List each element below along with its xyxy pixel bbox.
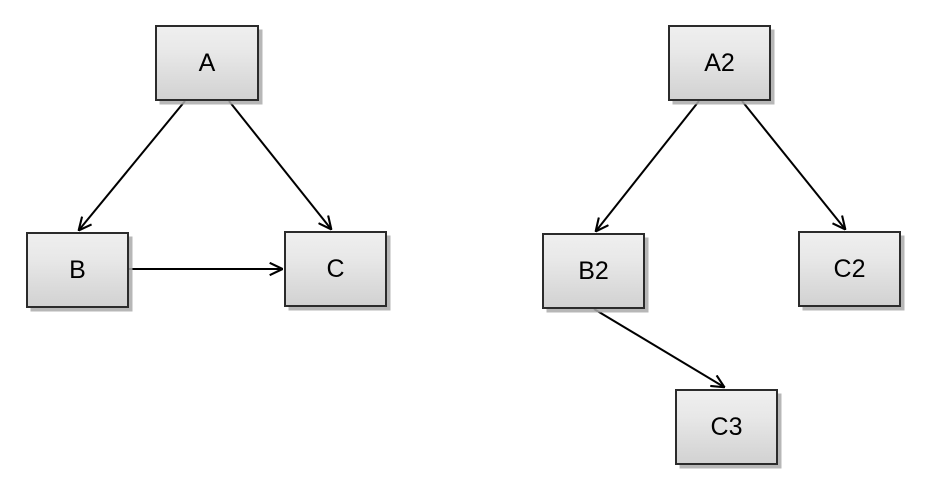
- node-label-b: B: [69, 255, 86, 284]
- node-label-b2: B2: [578, 256, 609, 285]
- node-c2[interactable]: C2: [798, 231, 901, 307]
- edge-a-to-c: [228, 100, 331, 229]
- node-b[interactable]: B: [26, 232, 129, 308]
- node-c[interactable]: C: [284, 231, 387, 307]
- node-label-c2: C2: [833, 254, 866, 283]
- node-a[interactable]: A: [155, 25, 259, 101]
- node-c3[interactable]: C3: [675, 389, 778, 465]
- edge-a-to-b: [79, 100, 186, 230]
- edge-a2-to-b2: [596, 100, 700, 231]
- node-label-a2: A2: [704, 48, 735, 77]
- edge-b2-to-c3: [593, 308, 724, 387]
- node-a2[interactable]: A2: [668, 25, 771, 101]
- edge-a2-to-c2: [741, 100, 845, 229]
- node-label-c: C: [326, 254, 345, 283]
- node-label-a: A: [198, 48, 216, 77]
- node-label-c3: C3: [710, 412, 743, 441]
- node-b2[interactable]: B2: [542, 233, 645, 309]
